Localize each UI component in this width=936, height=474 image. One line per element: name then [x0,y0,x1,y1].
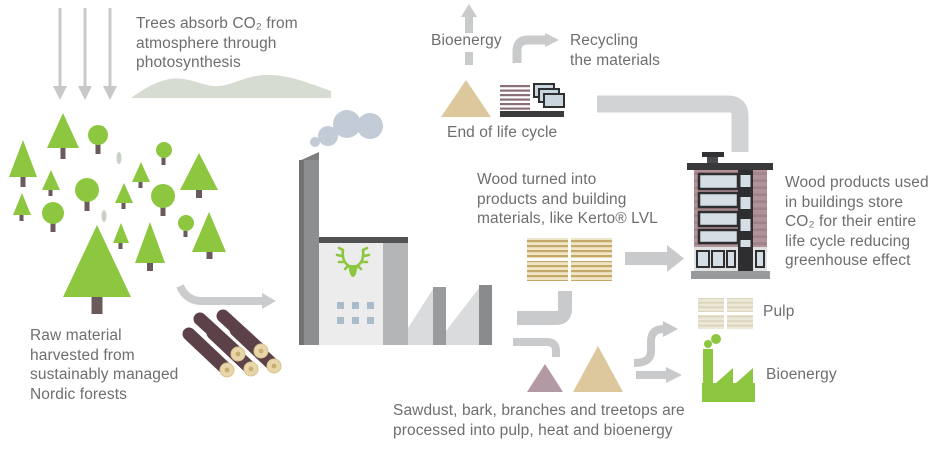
end-of-life-stack-icon [500,85,564,117]
green-factory-icon [702,334,755,402]
label-bioenergy-top: Bioenergy [431,32,502,49]
smoke-icon [310,110,383,147]
bark-triangle-icon [527,364,563,392]
bioenergy-up-arrow-icon [461,4,477,65]
sawdust-triangle-icon [573,346,623,392]
label-wood-turned: Wood turned into products and building m… [477,171,658,227]
forest-shrub-icons [101,152,122,222]
label-wood-products: Wood products used in buildings store CO… [785,174,929,269]
label-trees-absorb: Trees absorb CO₂ from atmosphere through… [136,15,298,71]
chimney-top [299,152,319,161]
co2-arrows-icon [53,8,117,100]
pulp-bales-icon [698,298,753,329]
factory-icon [299,110,492,345]
factory-windows [337,302,374,324]
bioenergy-arrow-icon [636,367,682,383]
end-of-life-sawdust-icon [441,80,491,117]
apartment-building-icon [687,152,773,279]
logs-icon [182,309,282,378]
arrow-to-building-icon [625,245,684,272]
end-of-life-panels-icon [533,83,565,108]
label-end-of-life: End of life cycle [447,124,558,141]
forest-icon [9,113,226,297]
recycling-arrow-icon [512,33,559,63]
factory-side [383,243,408,345]
moose-logo-icon [335,246,371,277]
sawtooth-roof [408,285,492,345]
kerto-stack-icon [527,238,612,281]
building-pipe-icon [597,95,749,152]
label-bioenergy: Bioenergy [766,366,837,383]
hill-icon [131,74,331,98]
label-raw-material: Raw material harvested from sustainably … [30,327,179,403]
pulp-arrow-icon [633,321,678,367]
forest-trunks [19,143,213,314]
factory-roof-band [319,237,408,243]
byproduct-pipe-icons [513,291,572,357]
label-sawdust: Sawdust, bark, branches and treetops are… [393,402,685,439]
label-pulp: Pulp [763,303,795,320]
harvest-arrow-icon [176,284,276,309]
label-recycling: Recycling the materials [570,32,661,69]
factory-facade [319,243,383,345]
